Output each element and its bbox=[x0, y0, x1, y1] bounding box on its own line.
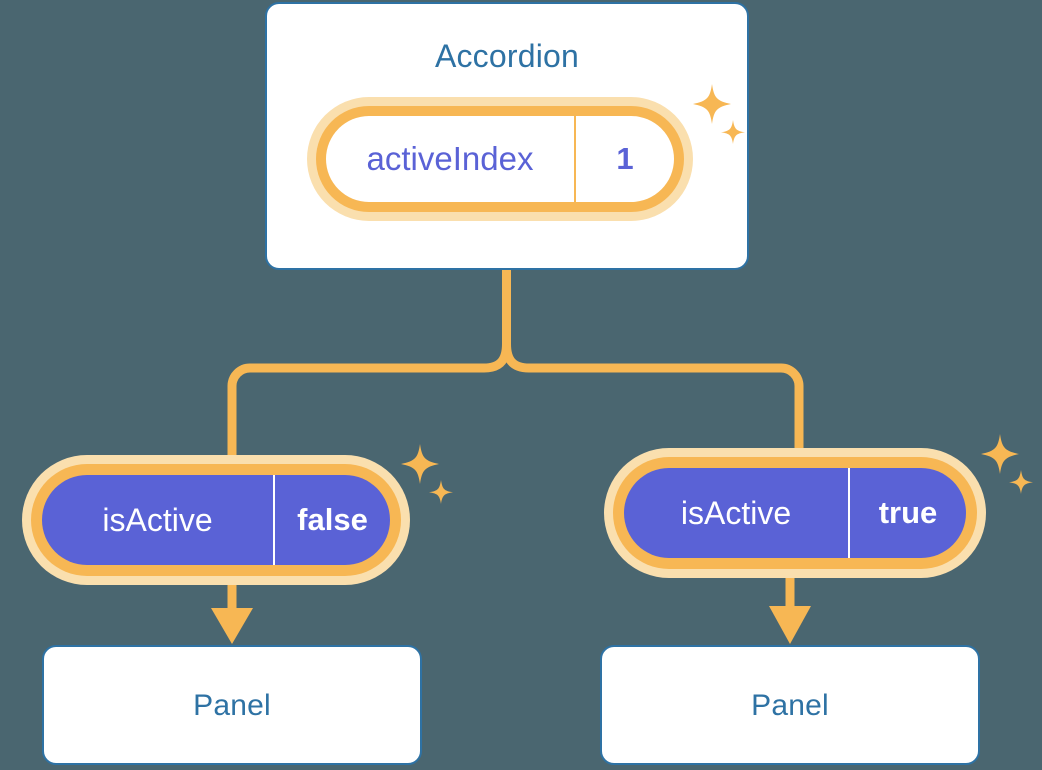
state-value-label: 1 bbox=[616, 141, 634, 176]
prop-pill-is-active-true[interactable]: isActive true bbox=[604, 448, 986, 578]
panel-title: Panel bbox=[193, 689, 271, 722]
component-card-panel-right[interactable]: Panel bbox=[600, 645, 980, 765]
pill-body: isActive true bbox=[624, 468, 966, 558]
arrow-down-icon bbox=[769, 578, 811, 644]
pill-body: activeIndex 1 bbox=[326, 116, 674, 202]
prop-key-label: isActive bbox=[42, 475, 275, 565]
prop-value-label: true bbox=[878, 495, 938, 530]
sparkle-icon bbox=[978, 432, 1038, 502]
arrow-down-icon bbox=[211, 585, 253, 644]
panel-title: Panel bbox=[751, 689, 829, 722]
state-key-label: activeIndex bbox=[326, 116, 576, 202]
pill-body: isActive false bbox=[42, 475, 390, 565]
prop-key-label: isActive bbox=[624, 468, 850, 558]
prop-value-label: false bbox=[297, 502, 368, 537]
component-card-panel-left[interactable]: Panel bbox=[42, 645, 422, 765]
page-title: Accordion bbox=[434, 38, 580, 74]
prop-pill-is-active-false[interactable]: isActive false bbox=[22, 455, 410, 585]
state-pill-active-index[interactable]: activeIndex 1 bbox=[307, 97, 693, 221]
